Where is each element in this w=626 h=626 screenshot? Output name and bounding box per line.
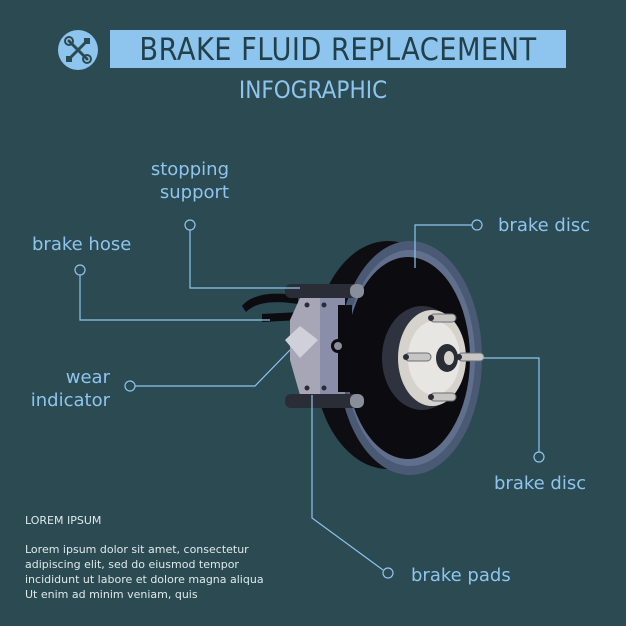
footer-body: Lorem ipsum dolor sit amet, consectetur … (25, 543, 264, 601)
label-wear-indicator-text: wear indicator (30, 367, 110, 411)
label-brake-pads: brake pads (411, 565, 511, 586)
label-brake-hose: brake hose (32, 234, 132, 255)
label-stopping-support-text: stopping support (150, 159, 229, 203)
footer-heading: LOREM IPSUM (25, 514, 102, 527)
title-banner: BRAKE FLUID REPLACEMENT (110, 30, 566, 68)
label-brake-disc-top: brake disc (498, 215, 591, 236)
label-brake-disc-bottom: brake disc (494, 473, 587, 494)
leader-brake-hose (79, 275, 270, 321)
marker-brake-disc-top (471, 219, 483, 231)
caliper-pin-top (285, 284, 363, 298)
marker-brake-disc-bottom (533, 451, 545, 463)
brake-hose (242, 293, 298, 312)
marker-stopping-support (184, 219, 196, 231)
caliper-pin-bottom (285, 394, 363, 408)
leader-wear-indicator (135, 349, 291, 387)
leader-brake-disc-top (414, 224, 472, 268)
wrench-screwdriver-icon (58, 30, 98, 70)
label-stopping-support: stopping support (149, 158, 229, 204)
marker-brake-hose (74, 264, 86, 276)
marker-brake-pads (382, 567, 394, 579)
marker-wear-indicator (124, 380, 136, 392)
page-title: BRAKE FLUID REPLACEMENT (139, 32, 537, 68)
page-subtitle: INFOGRAPHIC (238, 76, 388, 104)
leader-brake-pads (311, 395, 384, 571)
leader-stopping-support (189, 230, 300, 289)
leader-brake-disc-bottom (482, 357, 540, 452)
label-wear-indicator: wear indicator (20, 366, 110, 412)
